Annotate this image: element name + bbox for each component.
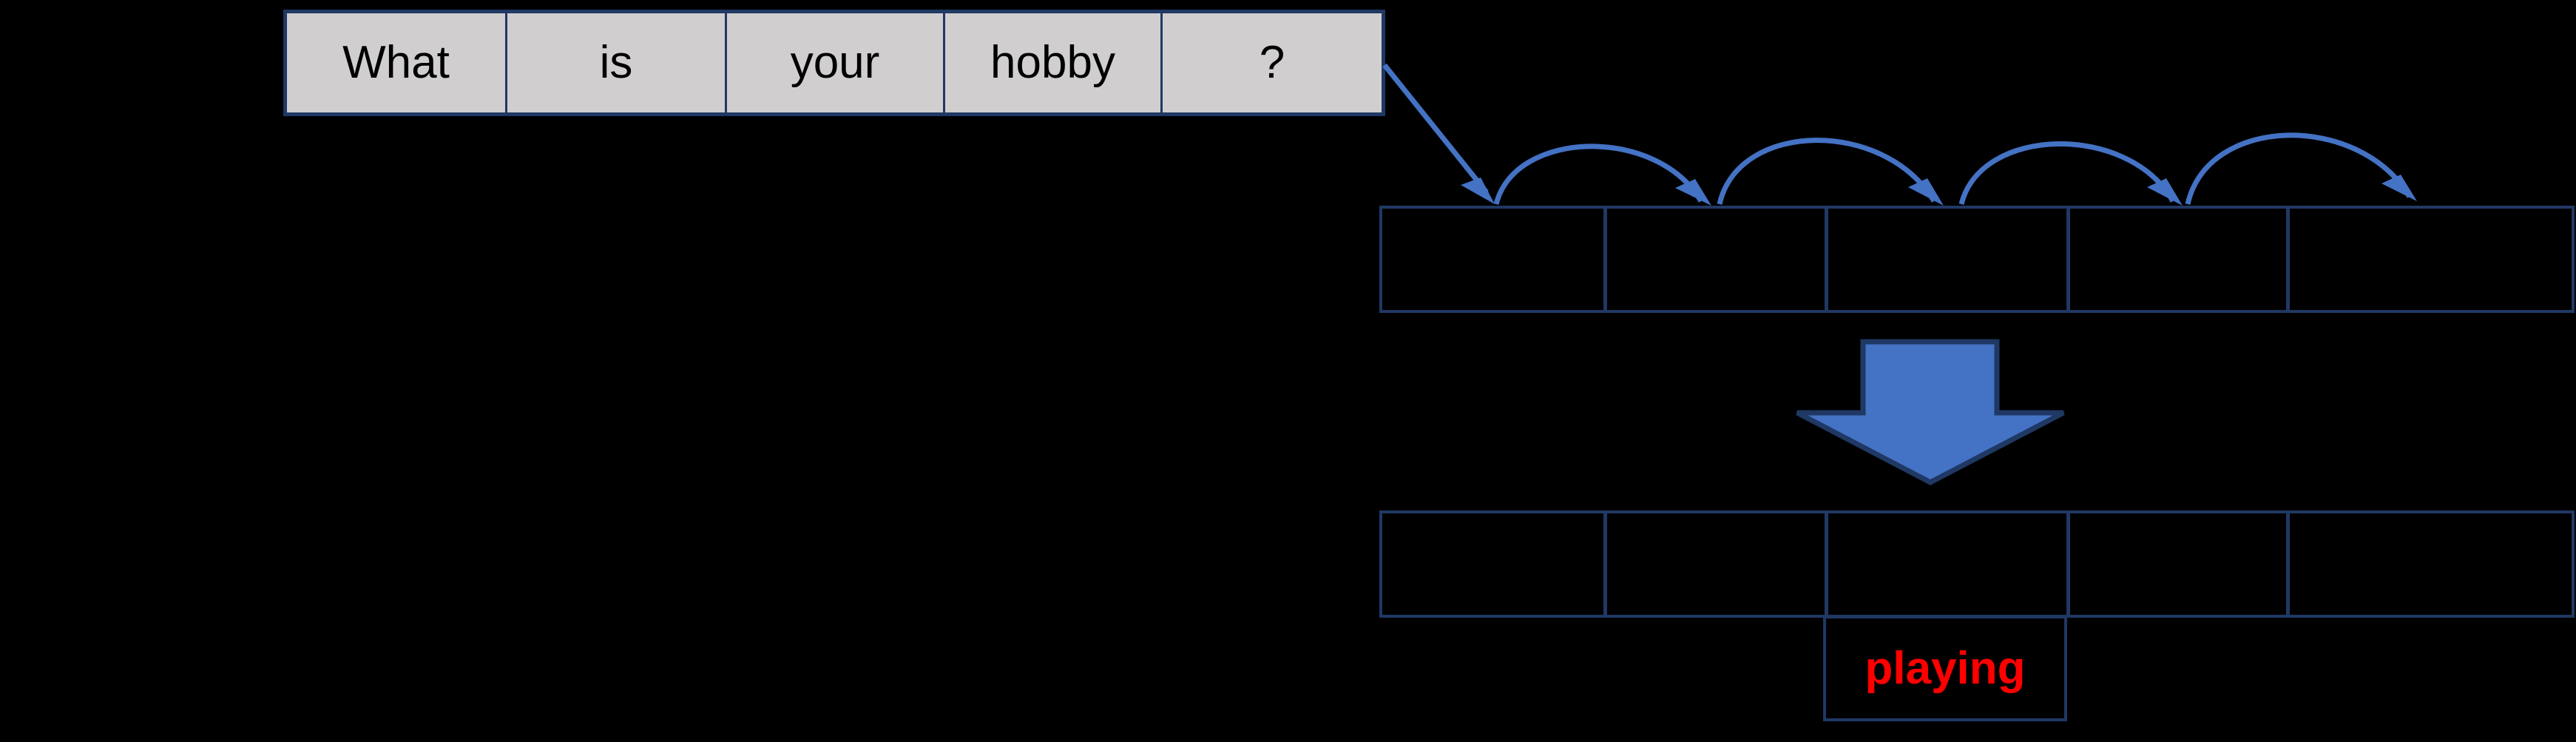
predicted-token-cell[interactable]: playing [1823,615,2067,721]
token-hop-arc [1958,141,2183,206]
input-sentence-table: What is your hobby ? [283,10,1385,116]
decoder-output-cell[interactable] [1382,513,1606,615]
source-cell[interactable]: What [287,13,507,112]
decoder-input-cell[interactable] [1382,209,1606,310]
decoder-output-slots [1379,510,2575,618]
source-cell[interactable]: your [725,13,945,112]
decoder-output-cell[interactable] [1604,513,1828,615]
decoder-output-cell[interactable] [2067,513,2289,615]
decoder-block-arrow [1796,339,2065,485]
decoder-output-cell[interactable] [2287,513,2572,615]
decoder-output-cell[interactable] [1825,513,2069,615]
source-cell[interactable]: hobby [943,13,1163,112]
decoder-input-cell[interactable] [1604,209,1828,310]
token-hop-arc [2185,132,2417,205]
source-to-decoder-arrow [1382,63,1495,204]
source-cell[interactable]: ? [1160,13,1382,112]
token-hop-arc [1493,144,1711,206]
decoder-input-cell[interactable] [2067,209,2289,310]
token-hop-arc [1717,138,1944,206]
decoder-input-slots [1379,206,2575,313]
source-cell[interactable]: is [505,13,727,112]
decoder-input-cell[interactable] [1825,209,2069,310]
decoder-input-cell[interactable] [2287,209,2572,310]
